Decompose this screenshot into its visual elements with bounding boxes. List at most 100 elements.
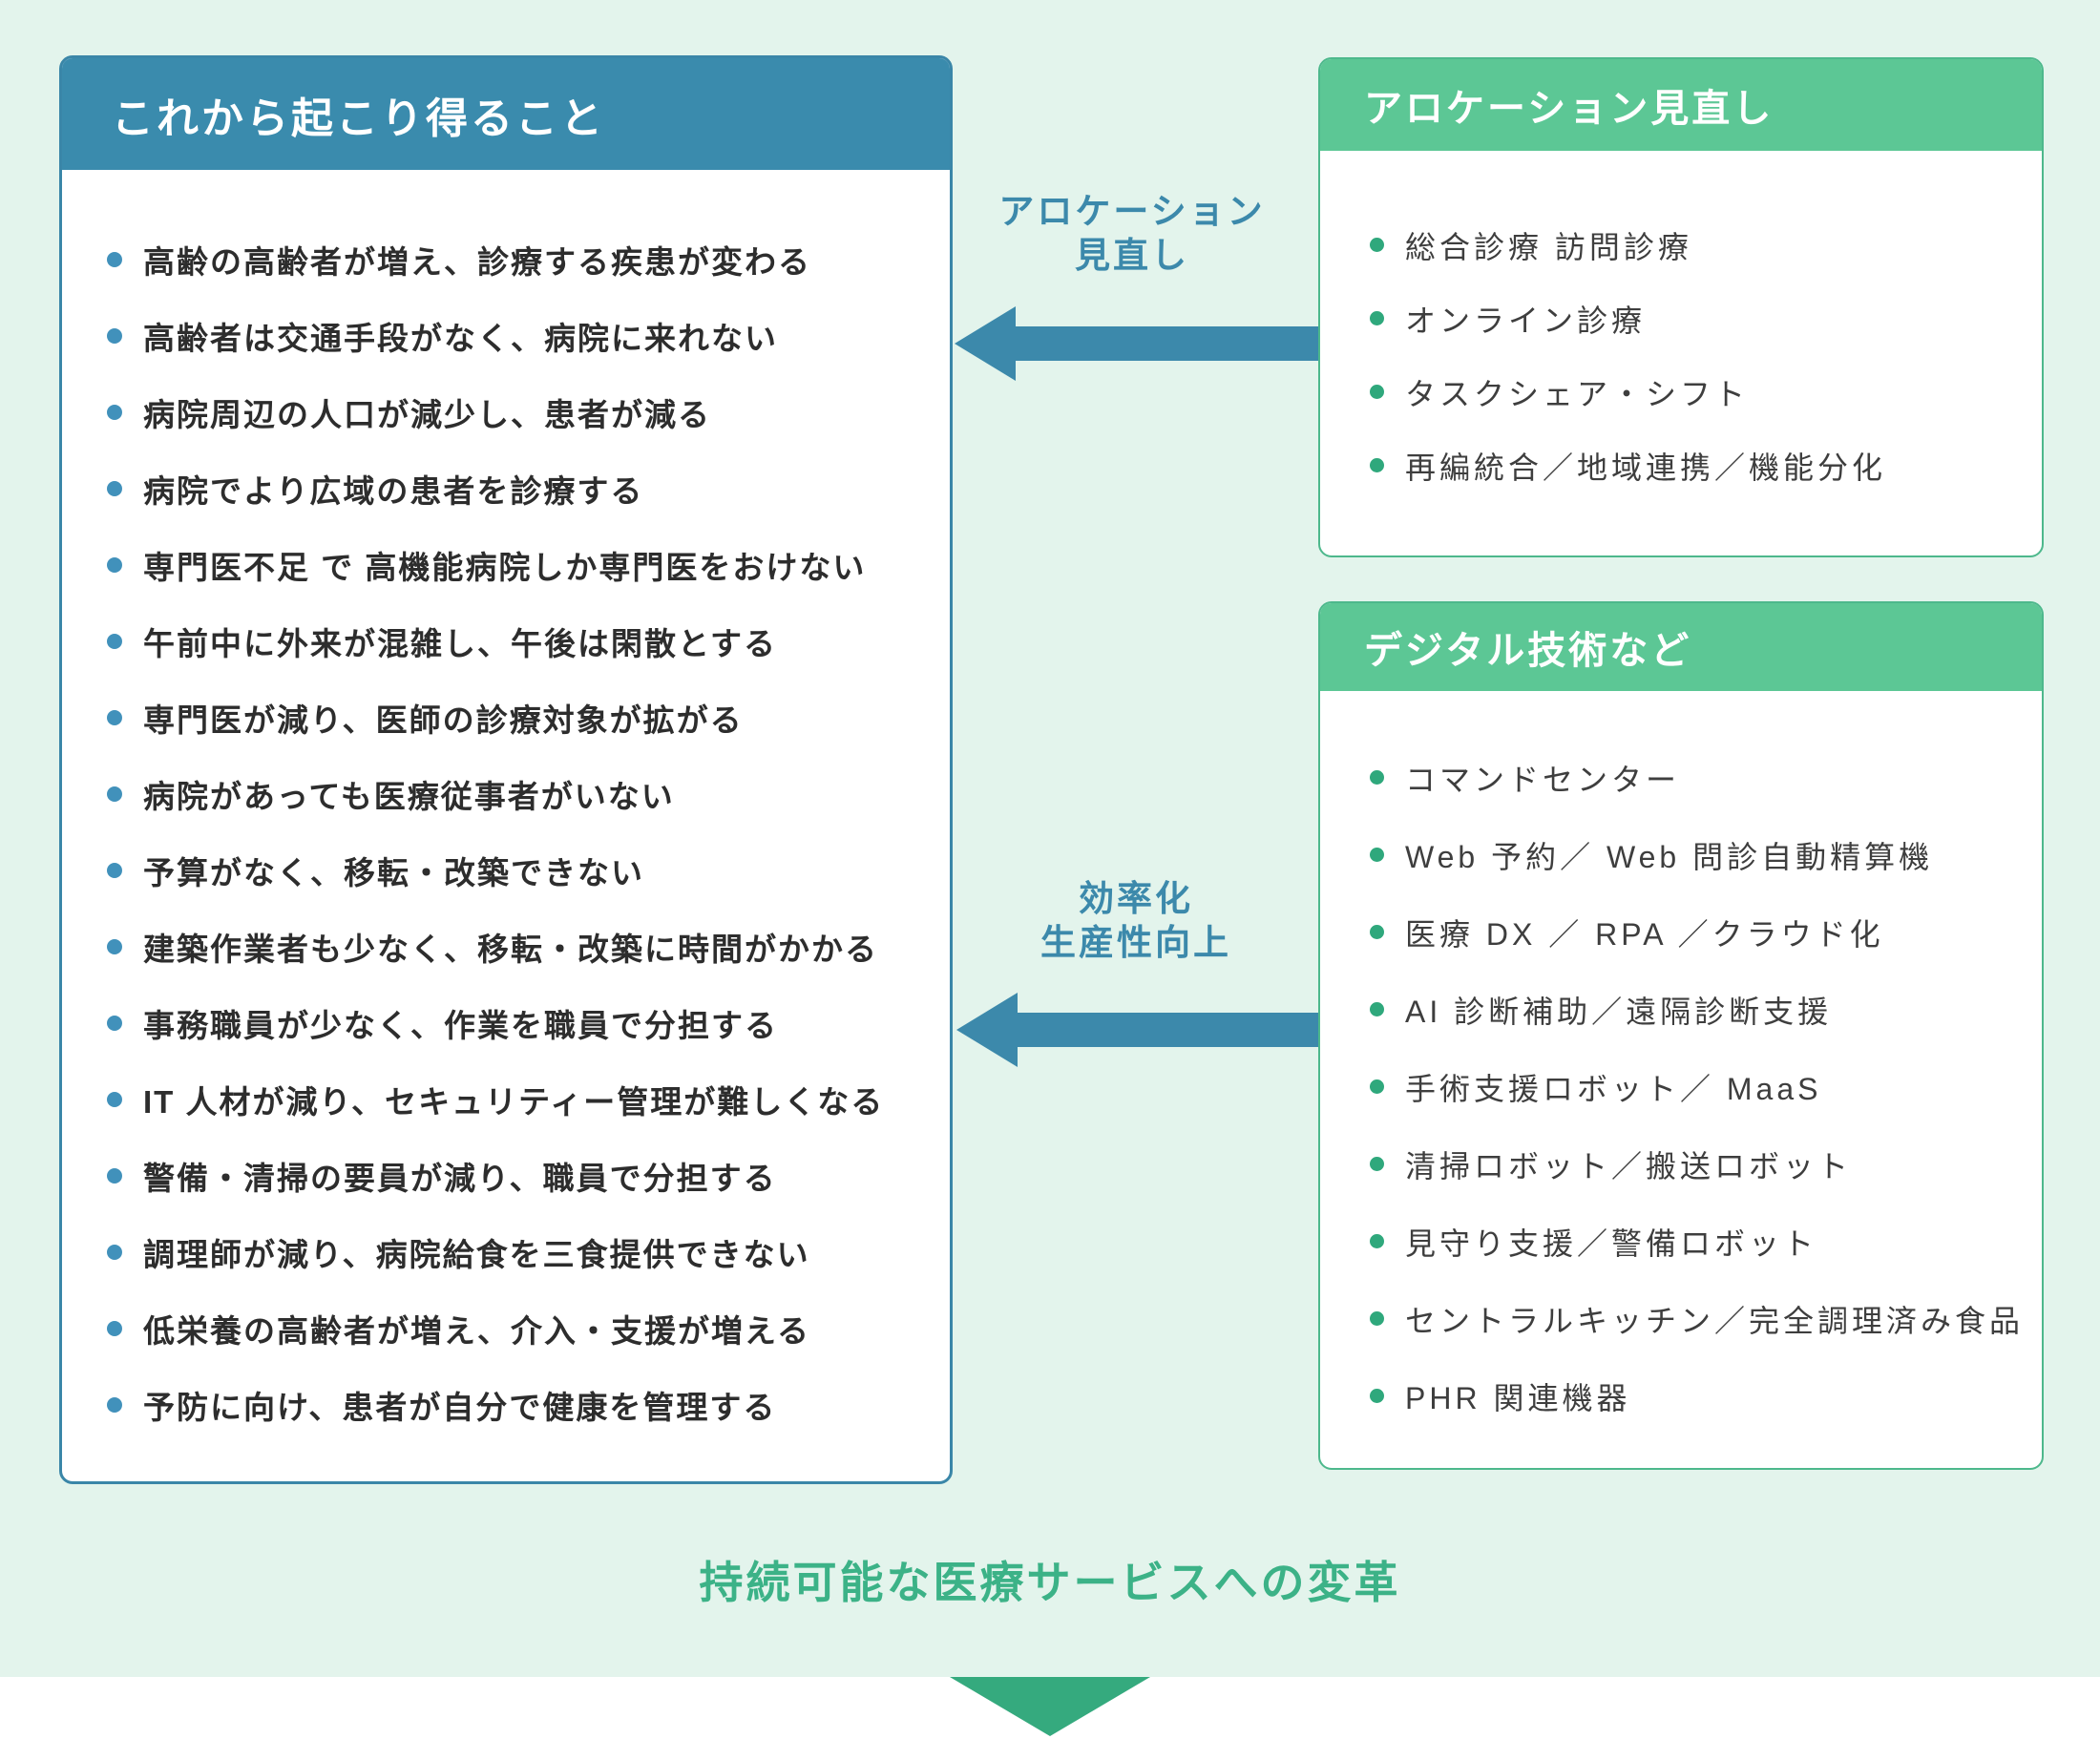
list-item-text: セントラルキッチン／完全調理済み食品: [1405, 1303, 2025, 1338]
allocation-left-arrow: [955, 289, 1319, 398]
list-item-text: 調理師が減り、病院給食を三食提供できない: [143, 1237, 810, 1272]
bullet-dot-icon: [107, 1397, 122, 1413]
bullet-dot-icon: [107, 1092, 122, 1107]
bullet-dot-icon: [107, 557, 122, 573]
bullet-dot-icon: [1370, 238, 1384, 252]
efficiency-flow-label: 効率化 生産性向上: [935, 877, 1336, 965]
bullet-dot-icon: [107, 1168, 122, 1184]
allocation-panel: アロケーション見直し 総合診療 訪問診療オンライン診療タスクシェア・シフト再編統…: [1318, 57, 2044, 557]
list-item-text: 高齢者は交通手段がなく、病院に来れない: [143, 321, 778, 356]
list-item-text: PHR 関連機器: [1405, 1380, 1631, 1415]
digital-tech-list: コマンドセンター Web 予約／ Web 問診自動精算機医療 DX ／ RPA ／…: [1320, 691, 2042, 1435]
list-item: 予防に向け、患者が自分で健康を管理する: [107, 1367, 931, 1443]
list-item: コマンドセンター: [1370, 739, 2027, 816]
arrow-head-icon: [955, 306, 1016, 381]
list-item: オンライン診療: [1370, 282, 2027, 355]
list-item: AI 診断補助／遠隔診断支援: [1370, 971, 2027, 1048]
list-item: 手術支援ロボット／ MaaS: [1370, 1048, 2027, 1125]
future-events-panel-header: これから起こり得ること: [62, 58, 950, 170]
arrow-head-icon: [956, 993, 1018, 1067]
bullet-dot-icon: [107, 939, 122, 954]
list-item: 事務職員が少なく、作業を職員で分担する: [107, 985, 931, 1061]
list-item: 病院でより広域の患者を診療する: [107, 450, 931, 527]
list-item: 病院があっても医療従事者がいない: [107, 756, 931, 832]
bullet-dot-icon: [107, 328, 122, 344]
efficiency-flow-label-line2: 生産性向上: [1040, 923, 1231, 962]
list-item-text: 手術支援ロボット／ MaaS: [1405, 1071, 1822, 1106]
bullet-dot-icon: [1370, 1079, 1384, 1094]
list-item: 再編統合／地域連携／機能分化: [1370, 429, 2027, 502]
arrow-shaft: [1014, 326, 1319, 361]
list-item: 高齢者は交通手段がなく、病院に来れない: [107, 298, 931, 374]
list-item-text: 警備・清掃の要員が減り、職員で分担する: [143, 1161, 777, 1196]
bullet-dot-icon: [107, 1245, 122, 1260]
list-item-text: 建築作業者も少なく、移転・改築に時間がかかる: [143, 932, 878, 967]
bullet-dot-icon: [1370, 848, 1384, 862]
bullet-dot-icon: [107, 863, 122, 878]
list-item: PHR 関連機器: [1370, 1357, 2027, 1435]
list-item: Web 予約／ Web 問診自動精算機: [1370, 816, 2027, 893]
list-item: タスクシェア・シフト: [1370, 355, 2027, 429]
list-item: 専門医不足 で 高機能病院しか専門医をおけない: [107, 527, 931, 603]
bullet-dot-icon: [107, 1321, 122, 1336]
bullet-dot-icon: [1370, 925, 1384, 939]
list-item-text: 予算がなく、移転・改築できない: [143, 855, 644, 890]
list-item-text: 専門医不足 で 高機能病院しか専門医をおけない: [143, 550, 867, 585]
list-item: 高齢の高齢者が増え、診療する疾患が変わる: [107, 221, 931, 298]
list-item-text: 病院周辺の人口が減少し、患者が減る: [143, 397, 711, 432]
list-item-text: 予防に向け、患者が自分で健康を管理する: [143, 1390, 777, 1425]
future-events-panel: これから起こり得ること 高齢の高齢者が増え、診療する疾患が変わる高齢者は交通手段…: [59, 55, 953, 1484]
list-item-text: AI 診断補助／遠隔診断支援: [1405, 994, 1833, 1029]
bullet-dot-icon: [1370, 311, 1384, 325]
bullet-dot-icon: [107, 481, 122, 496]
allocation-flow-label-line2: 見直し: [1075, 236, 1189, 275]
bullet-dot-icon: [1370, 458, 1384, 472]
list-item-text: 専門医が減り、医師の診療対象が拡がる: [143, 702, 744, 738]
allocation-flow-label-line1: アロケーション: [998, 192, 1266, 231]
list-item-text: 午前中に外来が混雑し、午後は閑散とする: [143, 626, 778, 661]
future-events-panel-title: これから起こり得ること: [112, 94, 605, 142]
list-item-text: タスクシェア・シフト: [1405, 376, 1750, 411]
list-item-text: オンライン診療: [1405, 303, 1647, 338]
list-item: 清掃ロボット／搬送ロボット: [1370, 1125, 2027, 1203]
list-item: 見守り支援／警備ロボット: [1370, 1203, 2027, 1280]
list-item-text: 病院でより広域の患者を診療する: [143, 473, 644, 509]
list-item: 病院周辺の人口が減少し、患者が減る: [107, 374, 931, 450]
bullet-dot-icon: [1370, 1311, 1384, 1326]
list-item: 専門医が減り、医師の診療対象が拡がる: [107, 680, 931, 756]
list-item-text: 再編統合／地域連携／機能分化: [1405, 450, 1887, 485]
list-item: 総合診療 訪問診療: [1370, 208, 2027, 282]
list-item: 午前中に外来が混雑し、午後は閑散とする: [107, 603, 931, 680]
list-item: 警備・清掃の要員が減り、職員で分担する: [107, 1138, 931, 1214]
arrow-shaft: [1016, 1013, 1321, 1047]
allocation-flow-label: アロケーション 見直し: [932, 190, 1333, 278]
list-item-text: 高齢の高齢者が増え、診療する疾患が変わる: [143, 244, 811, 280]
bullet-dot-icon: [107, 252, 122, 267]
list-item-text: 見守り支援／警備ロボット: [1405, 1226, 1818, 1261]
down-arrow-icon: [950, 1677, 1150, 1736]
bottom-caption: 持続可能な医療サービスへの変革: [699, 1558, 1401, 1607]
allocation-list: 総合診療 訪問診療オンライン診療タスクシェア・シフト再編統合／地域連携／機能分化: [1320, 151, 2042, 502]
bullet-dot-icon: [1370, 1234, 1384, 1248]
bullet-dot-icon: [1370, 1157, 1384, 1171]
bullet-dot-icon: [1370, 385, 1384, 399]
efficiency-flow-label-line1: 効率化: [1079, 879, 1193, 918]
list-item: 予算がなく、移転・改築できない: [107, 832, 931, 909]
bullet-dot-icon: [107, 710, 122, 725]
list-item: 建築作業者も少なく、移転・改築に時間がかかる: [107, 909, 931, 985]
bullet-dot-icon: [1370, 1389, 1384, 1403]
list-item-text: Web 予約／ Web 問診自動精算機: [1405, 839, 1934, 874]
list-item: 医療 DX ／ RPA ／クラウド化: [1370, 893, 2027, 971]
bullet-dot-icon: [107, 1016, 122, 1031]
bullet-dot-icon: [107, 634, 122, 649]
list-item: IT 人材が減り、セキュリティー管理が難しくなる: [107, 1061, 931, 1138]
bullet-dot-icon: [107, 405, 122, 420]
allocation-panel-title: アロケーション見直し: [1364, 88, 1774, 130]
list-item: 調理師が減り、病院給食を三食提供できない: [107, 1214, 931, 1290]
list-item-text: IT 人材が減り、セキュリティー管理が難しくなる: [143, 1084, 885, 1120]
list-item-text: 事務職員が少なく、作業を職員で分担する: [143, 1008, 778, 1043]
list-item-text: 清掃ロボット／搬送ロボット: [1405, 1148, 1853, 1184]
list-item: 低栄養の高齢者が増え、介入・支援が増える: [107, 1290, 931, 1367]
